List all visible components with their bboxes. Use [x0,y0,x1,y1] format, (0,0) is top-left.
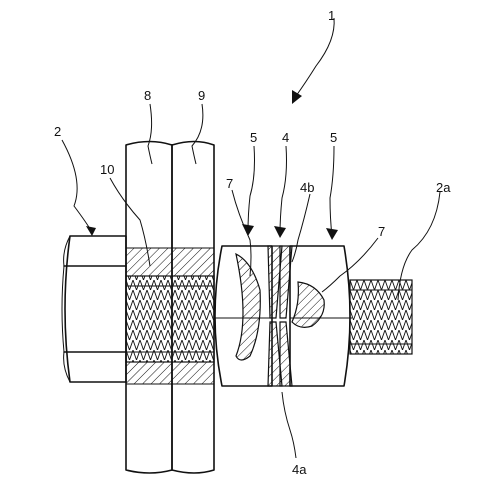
bore-section [125,247,215,385]
label-2a: 2a [436,180,451,195]
label-7-left: 7 [226,176,233,191]
leader-lines [61,17,441,459]
insert-right-section [291,281,325,328]
label-4b: 4b [300,180,314,195]
label-4: 4 [282,130,289,145]
label-5-left: 5 [250,130,257,145]
reference-numerals: 1 2 2a 4 4a 4b 5 5 7 7 8 9 10 [54,8,451,477]
bolt-thread-end [349,279,413,355]
label-7-right: 7 [378,224,385,239]
label-9: 9 [198,88,205,103]
label-5-right: 5 [330,130,337,145]
bolt-shank [125,275,215,363]
plate-9 [171,140,215,474]
label-10: 10 [100,162,114,177]
nut-left [214,245,273,387]
nut-right [289,245,352,387]
label-8: 8 [144,88,151,103]
washer [267,245,293,387]
insert-left-section [235,252,261,361]
bolt-head [61,235,127,383]
label-2: 2 [54,124,61,139]
label-4a: 4a [292,462,307,477]
label-1: 1 [328,8,335,23]
